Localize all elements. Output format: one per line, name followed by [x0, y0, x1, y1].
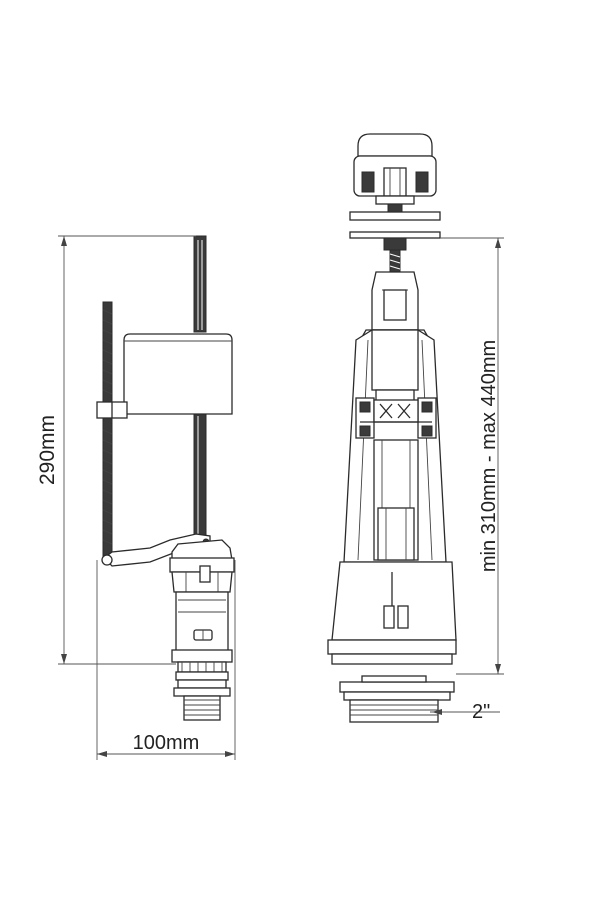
- flush-valve-height-label: min 310mm - max 440mm: [478, 340, 500, 572]
- dimension-310-440mm: [440, 237, 504, 675]
- fill-valve-width-label: 100mm: [133, 732, 200, 754]
- flush-valve-thread-label: 2": [472, 701, 490, 723]
- dimension-100mm: [96, 560, 236, 760]
- flush-valve: [327, 133, 457, 723]
- fill-valve: [96, 235, 235, 721]
- dimension-2-inch: [430, 709, 500, 715]
- fill-valve-height-label: 290mm: [36, 415, 59, 485]
- dimension-290mm: [58, 235, 196, 665]
